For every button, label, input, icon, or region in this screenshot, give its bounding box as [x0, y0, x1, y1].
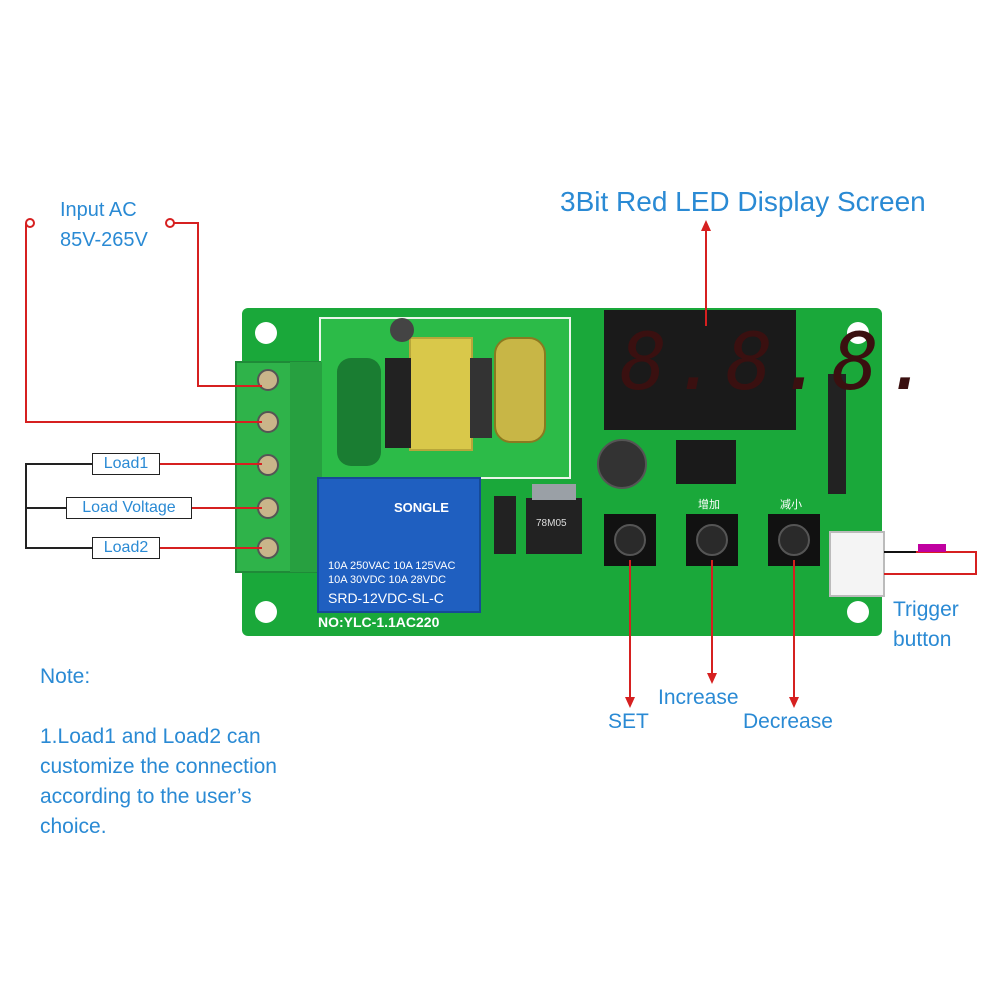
relay-spec-line: 10A 250VAC 10A 125VAC: [328, 560, 456, 572]
input-ac-label: Input AC: [60, 199, 137, 221]
decrease-label: Decrease: [743, 710, 833, 733]
inductor: [337, 358, 381, 466]
note-block: Note: 1.Load1 and Load2 can customize th…: [40, 632, 277, 872]
mount-hole: [847, 601, 869, 623]
diode: [494, 496, 516, 554]
trigger-wire: [884, 551, 977, 575]
mount-hole: [255, 322, 277, 344]
capacitor: [470, 358, 492, 438]
increase-silkscreen: 增加: [698, 499, 720, 511]
voltage-regulator: [526, 498, 582, 554]
load-voltage-label: Load Voltage: [66, 497, 192, 519]
trigger-label-2: button: [893, 628, 952, 651]
terminal-screw: [257, 369, 279, 391]
trigger-switch[interactable]: [918, 544, 946, 552]
note-title: Note:: [40, 665, 91, 688]
relay: [317, 477, 481, 613]
capacitor-large: [597, 439, 647, 489]
mount-hole: [847, 322, 869, 344]
increase-label: Increase: [658, 686, 739, 709]
ac-wire-1: [25, 223, 262, 423]
terminal-block-front: [290, 362, 322, 572]
mount-hole: [255, 601, 277, 623]
relay-model: SRD-12VDC-SL-C: [328, 590, 444, 606]
ic-chip: [676, 440, 736, 484]
trigger-connector: [829, 531, 885, 597]
display-arrowhead: [701, 220, 711, 231]
ac-terminal-point: [165, 218, 175, 228]
set-button-cap[interactable]: [614, 524, 646, 556]
note-body: 1.Load1 and Load2 can customize the conn…: [40, 725, 277, 838]
increase-button-cap[interactable]: [696, 524, 728, 556]
led-display: [604, 310, 796, 430]
capacitor: [390, 318, 414, 342]
ac-wire-2: [174, 222, 262, 387]
board-model: NO:YLC-1.1AC220: [318, 614, 440, 630]
load-bracket: [25, 463, 92, 549]
display-digits: 8.8.8.: [620, 318, 938, 408]
relay-brand: SONGLE: [394, 500, 449, 515]
regulator-tab: [532, 484, 576, 500]
capacitor: [494, 337, 546, 443]
regulator-label: 78M05: [536, 518, 567, 529]
decrease-button-cap[interactable]: [778, 524, 810, 556]
decrease-arrowhead: [789, 697, 799, 708]
increase-arrowhead: [707, 673, 717, 684]
transformer: [409, 337, 473, 451]
load1-label: Load1: [92, 453, 160, 475]
ac-terminal-point: [25, 218, 35, 228]
set-label: SET: [608, 710, 649, 733]
set-arrowhead: [625, 697, 635, 708]
load2-label: Load2: [92, 537, 160, 559]
trigger-label: Trigger: [893, 598, 959, 621]
pin-header: [828, 374, 846, 494]
input-voltage-label: 85V-265V: [60, 229, 148, 251]
relay-spec-line: 10A 30VDC 10A 28VDC: [328, 574, 447, 586]
display-label: 3Bit Red LED Display Screen: [560, 186, 926, 217]
decrease-silkscreen: 减小: [780, 499, 802, 511]
capacitor: [385, 358, 411, 448]
